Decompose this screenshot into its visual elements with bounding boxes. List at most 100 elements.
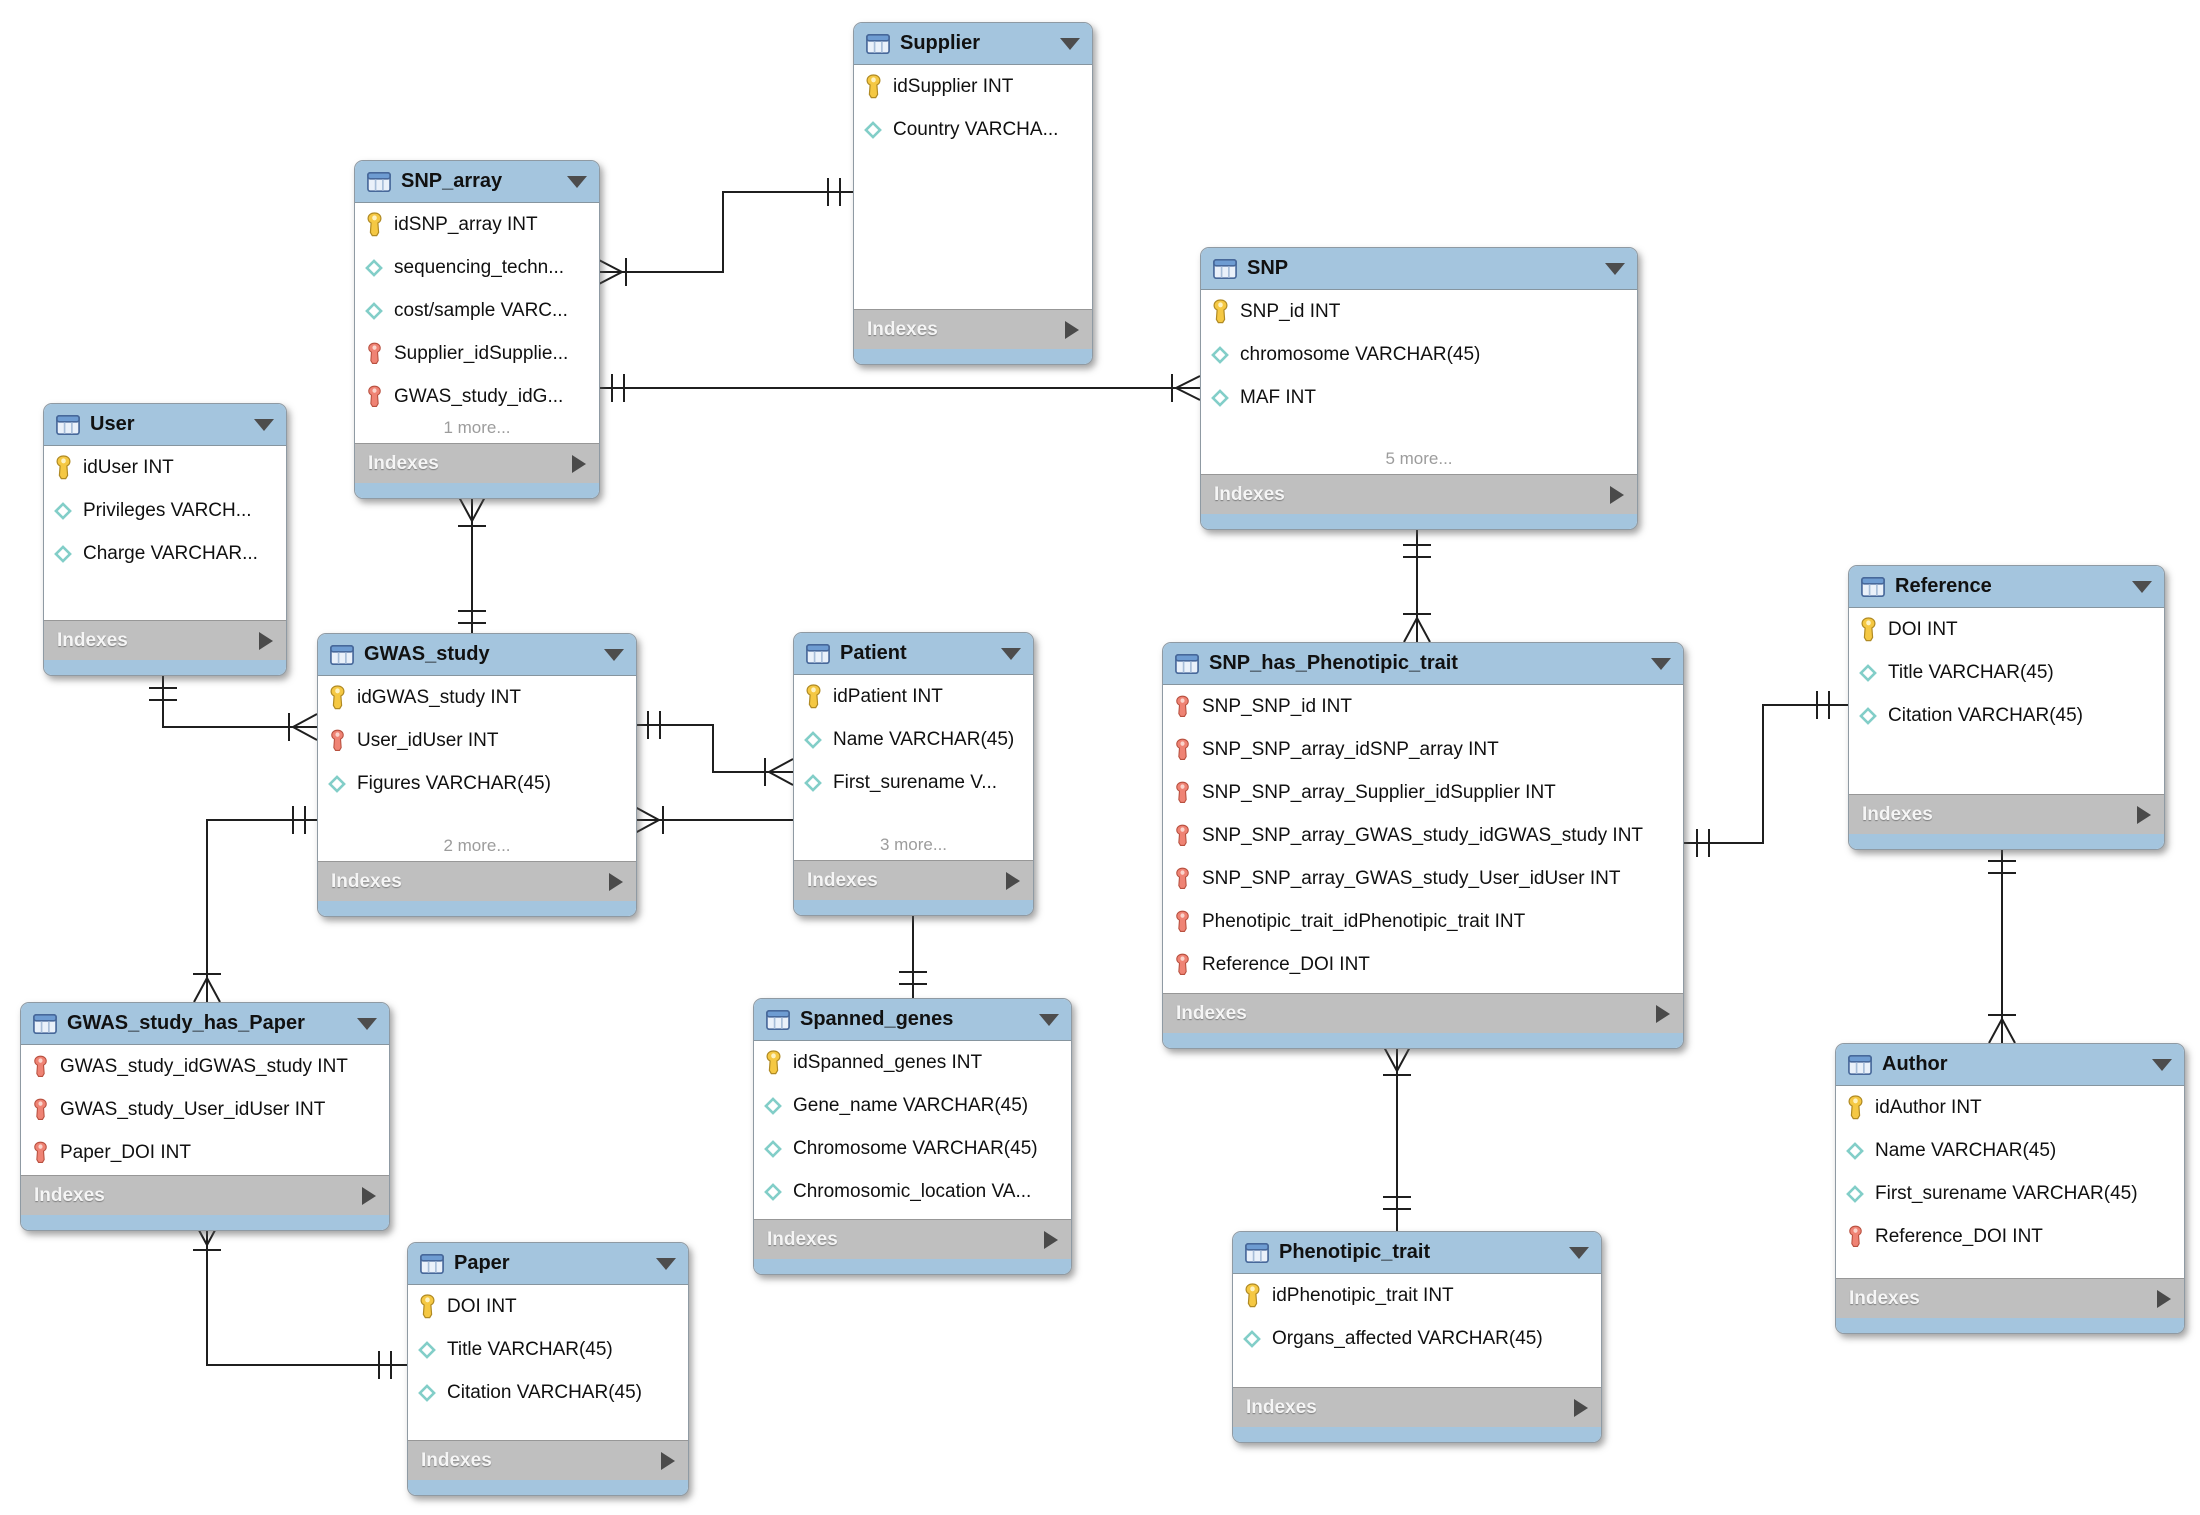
column-row[interactable]: idPatient INT: [794, 675, 1033, 718]
collapse-arrow-icon[interactable]: [567, 175, 587, 188]
table-header[interactable]: Spanned_genes: [754, 999, 1071, 1041]
column-row[interactable]: Paper_DOI INT: [21, 1131, 389, 1174]
expand-arrow-icon[interactable]: [609, 872, 623, 891]
collapse-arrow-icon[interactable]: [656, 1257, 676, 1270]
collapse-arrow-icon[interactable]: [1039, 1013, 1059, 1026]
column-row[interactable]: idSNP_array INT: [355, 203, 599, 246]
expand-arrow-icon[interactable]: [2157, 1289, 2171, 1308]
column-row[interactable]: Country VARCHA...: [854, 108, 1092, 151]
expand-arrow-icon[interactable]: [1065, 320, 1079, 339]
more-columns-label[interactable]: 1 more...: [443, 418, 511, 437]
column-row[interactable]: DOI INT: [1849, 608, 2164, 651]
relationship-gwas-study-patient-1[interactable]: [635, 711, 794, 786]
column-row[interactable]: SNP_SNP_id INT: [1163, 685, 1683, 728]
collapse-arrow-icon[interactable]: [1001, 647, 1021, 660]
column-row[interactable]: cost/sample VARC...: [355, 289, 599, 332]
expand-arrow-icon[interactable]: [1656, 1004, 1670, 1023]
indexes-section[interactable]: Indexes: [1836, 1278, 2184, 1318]
relationship-junction-phenotipic-trait[interactable]: [1383, 1046, 1411, 1231]
table-header[interactable]: Phenotipic_trait: [1233, 1232, 1601, 1274]
relationship-snp-array-gwas-study[interactable]: [458, 496, 486, 633]
collapse-arrow-icon[interactable]: [2132, 580, 2152, 593]
expand-arrow-icon[interactable]: [572, 454, 586, 473]
column-row[interactable]: Chromosomic_location VA...: [754, 1170, 1071, 1213]
indexes-section[interactable]: Indexes: [1849, 794, 2164, 834]
table-header[interactable]: Paper: [408, 1243, 688, 1285]
column-row[interactable]: chromosome VARCHAR(45): [1201, 333, 1637, 376]
column-row[interactable]: idSpanned_genes INT: [754, 1041, 1071, 1084]
collapse-arrow-icon[interactable]: [254, 418, 274, 431]
column-row[interactable]: idSupplier INT: [854, 65, 1092, 108]
indexes-section[interactable]: Indexes: [754, 1219, 1071, 1259]
column-row[interactable]: SNP_id INT: [1201, 290, 1637, 333]
indexes-section[interactable]: Indexes: [1233, 1387, 1601, 1427]
table-header[interactable]: GWAS_study: [318, 634, 636, 676]
relationship-snp-array-snp[interactable]: [597, 374, 1201, 402]
column-row[interactable]: Title VARCHAR(45): [408, 1328, 688, 1371]
collapse-arrow-icon[interactable]: [1060, 37, 1080, 50]
expand-arrow-icon[interactable]: [1044, 1230, 1058, 1249]
column-row[interactable]: GWAS_study_idG...: [355, 375, 599, 418]
indexes-section[interactable]: Indexes: [318, 861, 636, 901]
table-header[interactable]: SNP: [1201, 248, 1637, 290]
relationship-reference-author[interactable]: [1988, 848, 2016, 1044]
relationship-has-paper-paper[interactable]: [193, 1220, 407, 1379]
column-row[interactable]: idPhenotipic_trait INT: [1233, 1274, 1601, 1317]
column-row[interactable]: SNP_SNP_array_Supplier_idSupplier INT: [1163, 771, 1683, 814]
expand-arrow-icon[interactable]: [362, 1186, 376, 1205]
column-row[interactable]: Citation VARCHAR(45): [1849, 694, 2164, 737]
relationship-snp-junction[interactable]: [1403, 528, 1431, 643]
table-header[interactable]: SNP_array: [355, 161, 599, 203]
indexes-section[interactable]: Indexes: [408, 1440, 688, 1480]
collapse-arrow-icon[interactable]: [1605, 262, 1625, 275]
more-columns-label[interactable]: 3 more...: [879, 835, 948, 854]
column-row[interactable]: Charge VARCHAR...: [44, 532, 286, 575]
column-row[interactable]: First_surename V...: [794, 761, 1033, 804]
column-row[interactable]: Title VARCHAR(45): [1849, 651, 2164, 694]
indexes-section[interactable]: Indexes: [44, 620, 286, 660]
expand-arrow-icon[interactable]: [259, 631, 273, 650]
collapse-arrow-icon[interactable]: [2152, 1058, 2172, 1071]
column-row[interactable]: Supplier_idSupplie...: [355, 332, 599, 375]
indexes-section[interactable]: Indexes: [854, 309, 1092, 349]
expand-arrow-icon[interactable]: [1006, 871, 1020, 890]
column-row[interactable]: Name VARCHAR(45): [1836, 1129, 2184, 1172]
relationship-snp-array-supplier[interactable]: [596, 178, 853, 286]
column-row[interactable]: Reference_DOI INT: [1163, 943, 1683, 986]
collapse-arrow-icon[interactable]: [1651, 657, 1671, 670]
column-row[interactable]: idAuthor INT: [1836, 1086, 2184, 1129]
column-row[interactable]: Organs_affected VARCHAR(45): [1233, 1317, 1601, 1360]
collapse-arrow-icon[interactable]: [357, 1017, 377, 1030]
expand-arrow-icon[interactable]: [2137, 805, 2151, 824]
relationship-gwas-study-has-paper[interactable]: [193, 806, 317, 1003]
column-row[interactable]: GWAS_study_User_idUser INT: [21, 1088, 389, 1131]
indexes-section[interactable]: Indexes: [794, 860, 1033, 900]
column-row[interactable]: Reference_DOI INT: [1836, 1215, 2184, 1258]
indexes-section[interactable]: Indexes: [1163, 993, 1683, 1033]
column-row[interactable]: First_surename VARCHAR(45): [1836, 1172, 2184, 1215]
column-row[interactable]: SNP_SNP_array_idSNP_array INT: [1163, 728, 1683, 771]
column-row[interactable]: Gene_name VARCHAR(45): [754, 1084, 1071, 1127]
table-header[interactable]: Supplier: [854, 23, 1092, 65]
expand-arrow-icon[interactable]: [1610, 485, 1624, 504]
collapse-arrow-icon[interactable]: [1569, 1246, 1589, 1259]
indexes-section[interactable]: Indexes: [355, 443, 599, 483]
expand-arrow-icon[interactable]: [1574, 1398, 1588, 1417]
table-header[interactable]: Author: [1836, 1044, 2184, 1086]
column-row[interactable]: SNP_SNP_array_GWAS_study_User_idUser INT: [1163, 857, 1683, 900]
column-row[interactable]: idUser INT: [44, 446, 286, 489]
expand-arrow-icon[interactable]: [661, 1451, 675, 1470]
table-header[interactable]: User: [44, 404, 286, 446]
collapse-arrow-icon[interactable]: [604, 648, 624, 661]
